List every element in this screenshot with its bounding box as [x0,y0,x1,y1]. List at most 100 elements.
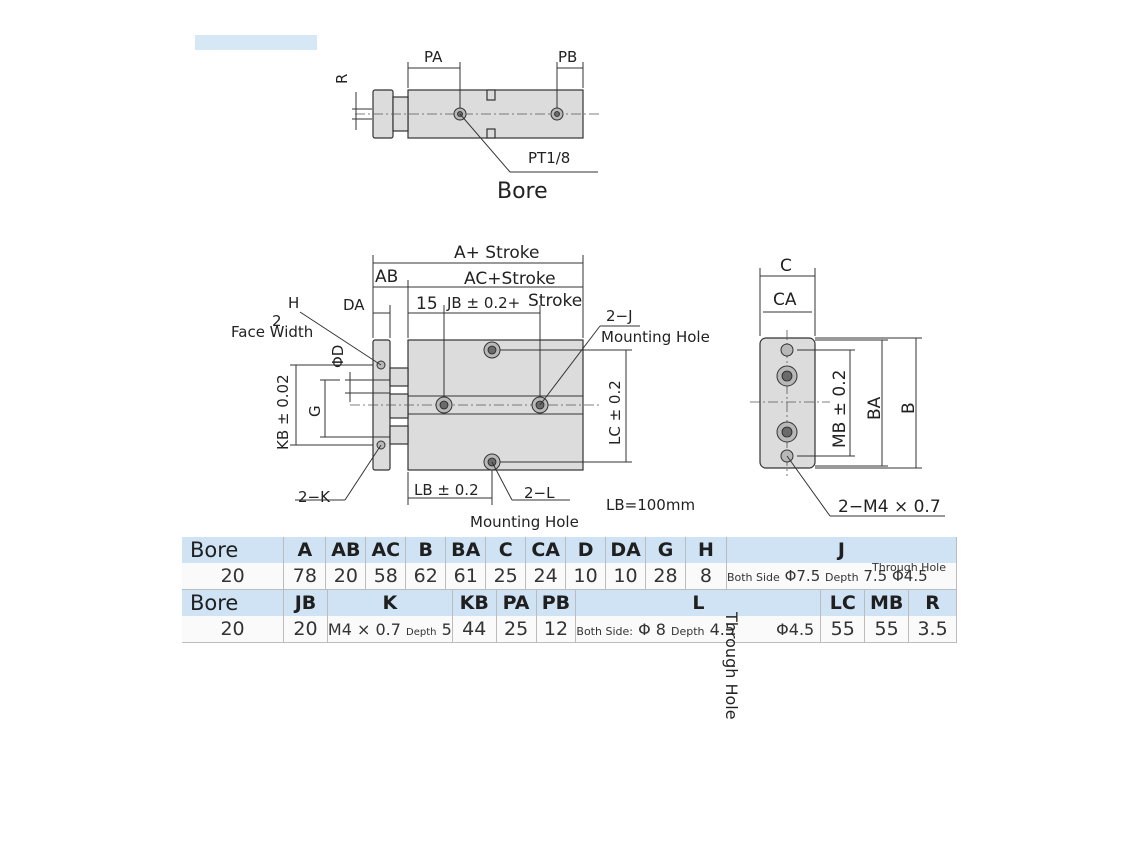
l-count-label: 2−L [524,484,555,502]
table2-cell: 20 [283,616,328,643]
table1-header-cell: Bore [182,537,285,563]
l-both-side: Both Side: [576,624,633,638]
c-label: C [780,256,792,276]
table1-cell: 24 [525,563,567,590]
table2-k-cell: M4 × 0.7 Depth 5 [327,616,453,643]
table2-header-cell: MB [864,590,910,616]
table2-value-row: 20 20 M4 × 0.7 Depth 5 44 25 12 Both Sid… [182,616,957,643]
h-label: H [288,294,299,312]
j-both-side: Both Side [726,571,780,584]
top-slot-lower [486,128,496,139]
table2-header-cell: JB [283,590,328,616]
front-view: A+ Stroke AC+Stroke AB DA 15 JB ± 0.2+ S… [231,243,710,531]
pb-label: PB [558,48,577,66]
table1-header-cell: BA [445,537,487,563]
table2-header-cell: PB [536,590,577,616]
ba-label: BA [865,396,885,420]
table2-cell: 3.5 [908,616,957,643]
table1-cell: 10 [605,563,647,590]
table1-header-cell: AB [325,537,367,563]
table1-cell: 20 [325,563,367,590]
table1-j-cell: Both Side Φ7.5 Depth 7.5 Φ4.5 Through Ho… [726,563,958,590]
port-label: PT1/8 [528,149,570,167]
mounting-hole-label: Mounting Hole [601,328,710,346]
table1-header-cell: G [645,537,686,563]
table1-cell: 58 [365,563,407,590]
b-label: B [899,402,919,414]
g-label: G [306,405,324,417]
kb-label: KB ± 0.02 [274,374,292,450]
table2-header-cell: LC [820,590,866,616]
face-width-label: Face Width [231,323,313,341]
table2-header-cell: PA [496,590,537,616]
table1-cell: 8 [685,563,727,590]
table1-header-cell: H [685,537,727,563]
table2-cell: 55 [820,616,866,643]
j-depth-val: 7.5 [863,567,888,585]
table1-cell: 78 [283,563,327,590]
header-fragment [195,35,317,50]
k-depth-val: 5 [441,619,452,639]
table2-cell: 55 [864,616,910,643]
table1-header-cell: B [405,537,447,563]
ca-label: CA [773,290,797,310]
table1-value-row: 20 78 20 58 62 61 25 24 10 10 28 8 Both … [182,563,958,590]
phi-d-label: ΦD [329,345,347,368]
lb-value-label: LB=100mm [606,496,695,514]
top-slot-upper [486,89,496,101]
k-count-label: 2−K [298,488,331,506]
table1-cell: 10 [565,563,607,590]
table1-header-cell: CA [525,537,567,563]
table2-cell: 12 [536,616,577,643]
table2-header-cell: K [327,590,453,616]
table1-cell: 62 [405,563,447,590]
spec-table-1: Bore A AB AC B BA C CA D DA G H J 20 78 … [182,537,958,590]
table1-header-cell: D [565,537,607,563]
table1-cell: 61 [445,563,487,590]
j-through: Through Hole [872,563,946,574]
table2-header-cell: L [575,590,822,616]
j-count-label: 2−J [606,307,633,325]
a-stroke-label: A+ Stroke [454,243,539,263]
table2-header-cell: R [908,590,957,616]
table1-header-cell: AC [365,537,407,563]
l-phi: Φ 8 [638,619,666,639]
spec-table-2: Bore JB K KB PA PB L LC MB R 20 20 M4 × … [182,590,957,643]
mounting-hole-bottom-label: Mounting Hole [470,513,579,531]
ac-stroke-label: AC+Stroke [464,269,556,289]
table2-header-cell: Bore [182,590,285,616]
table1-header-cell: DA [605,537,647,563]
l-through-hole-label: Through Hole [722,612,741,720]
stroke-label: Stroke [528,291,582,311]
da-label: DA [343,296,365,314]
jb-label: JB ± 0.2+ [446,294,520,312]
bore-label: Bore [497,179,548,204]
k-depth: Depth [406,626,437,638]
table2-header-row: Bore JB K KB PA PB L LC MB R [182,590,957,616]
j-phi2: Φ4.5 [891,567,928,585]
l-phi2: Φ4.5 [776,619,815,639]
table1-header-cell: C [485,537,527,563]
thread-label: 2−M4 × 0.7 [838,497,941,517]
table1-header-row: Bore A AB AC B BA C CA D DA G H J [182,537,958,563]
face-width-prefix: 2 [272,312,282,330]
j-depth: Depth [825,571,859,584]
r-label: R [333,74,351,84]
lc-label: LC ± 0.2 [606,380,624,445]
j-phi: Φ7.5 [784,567,821,585]
table2-cell: 20 [182,616,285,643]
l-depth-val: 4.5 [709,619,736,639]
side-view: C CA MB ± 0.2 BA B 2−M4 × 0.7 [750,256,945,517]
table1-cell: 25 [485,563,527,590]
table1-cell: 28 [645,563,686,590]
table2-cell: 44 [452,616,497,643]
l-depth: Depth [671,624,705,638]
lb-label: LB ± 0.2 [414,481,479,499]
mb-label: MB ± 0.2 [830,370,850,448]
top-view: PA PB R PT1/8 Bore [333,48,600,204]
table1-cell: 20 [182,563,285,590]
side-body [759,337,816,469]
table1-header-cell: J [726,537,958,563]
k-thread: M4 × 0.7 [327,619,401,639]
